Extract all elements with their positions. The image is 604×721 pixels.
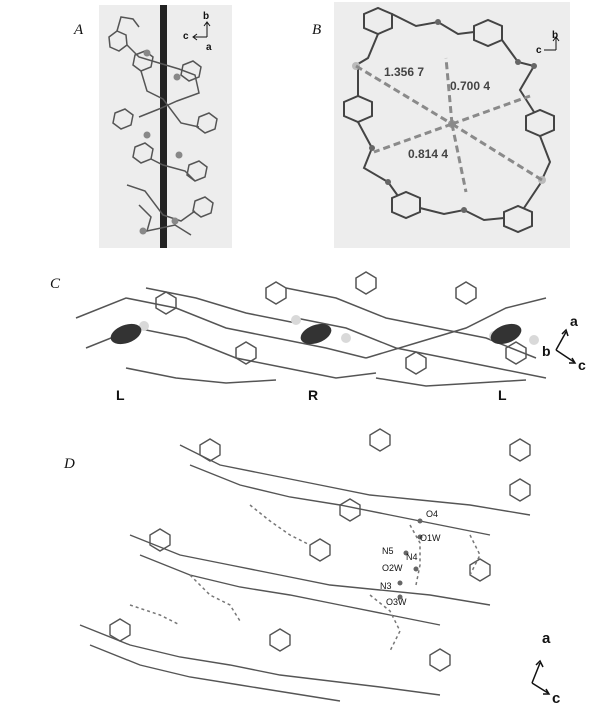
panel-d-axis-c: c [552, 690, 560, 707]
panel-b-distance-1: 1.356 7 [384, 65, 424, 79]
panel-c-axis-b: b [542, 343, 551, 359]
panel-a-axis-indicator [192, 21, 211, 41]
panel-d-water-atoms [397, 518, 423, 600]
panel-d-atom-o2w: O2W [382, 563, 403, 573]
panel-c-helix-label-3: L [498, 387, 507, 403]
panel-b-axis-c: c [536, 45, 542, 56]
panel-a-ligands [108, 16, 218, 236]
panel-a-structure: b c a [99, 5, 232, 248]
panel-b-atoms [352, 19, 546, 213]
panel-d-atom-n5: N5 [382, 546, 394, 556]
panel-d-structure: O4 O1W N5 N4 O2W N3 O3W a c [70, 425, 590, 715]
panel-b-axis-b: b [552, 30, 558, 41]
panel-c-helix-label-2: R [308, 387, 318, 403]
panel-d-atom-o1w: O1W [420, 533, 441, 543]
panel-a-label: A [74, 22, 84, 38]
panel-b-axis-indicator [544, 36, 560, 51]
panel-d-atom-o4: O4 [426, 509, 438, 519]
panel-b-distance-2: 0.700 4 [450, 79, 490, 93]
panel-d-atom-n3: N3 [380, 581, 392, 591]
panel-c-helix-label-1: L [116, 387, 125, 403]
panel-a-axis-b: b [203, 11, 209, 22]
panel-c-metal-nodes [139, 315, 539, 345]
panel-d-axis-indicator [531, 659, 551, 695]
panel-d-axis-a: a [542, 630, 551, 647]
panel-b-svg: 1.356 7 0.700 4 0.814 4 c b [343, 6, 560, 234]
panel-b-label: B [312, 22, 322, 38]
panel-d-hydrogen-bonds [129, 504, 481, 652]
panel-a-axis-c: c [183, 31, 189, 42]
panel-a-atoms [139, 49, 183, 235]
helix-axis-rod [160, 5, 167, 248]
panel-b-dashed-contacts [355, 57, 543, 193]
panel-c-axis-a: a [570, 313, 578, 329]
panel-d-svg: O4 O1W N5 N4 O2W N3 O3W a c [79, 428, 560, 707]
panel-a-svg: b c a [108, 5, 218, 248]
panel-d-label: D [64, 456, 75, 472]
panel-b-distance-3: 0.814 4 [408, 147, 448, 161]
panel-d-framework-bonds [79, 428, 531, 702]
panel-c-structure: L R L a b c [66, 268, 604, 418]
panel-d-atom-n4: N4 [406, 552, 418, 562]
panel-d-atom-o3w: O3W [386, 597, 407, 607]
panel-a-axis-a: a [206, 42, 212, 53]
panel-b-ring-bonds [343, 6, 555, 234]
panel-c-axis-indicator [555, 328, 577, 364]
panel-c-svg: L R L a b c [75, 271, 586, 403]
panel-c-axis-c: c [578, 357, 586, 373]
panel-c-helix-axes [110, 323, 522, 345]
panel-c-label: C [50, 276, 61, 292]
panel-b-structure: 1.356 7 0.700 4 0.814 4 c b [334, 2, 570, 248]
